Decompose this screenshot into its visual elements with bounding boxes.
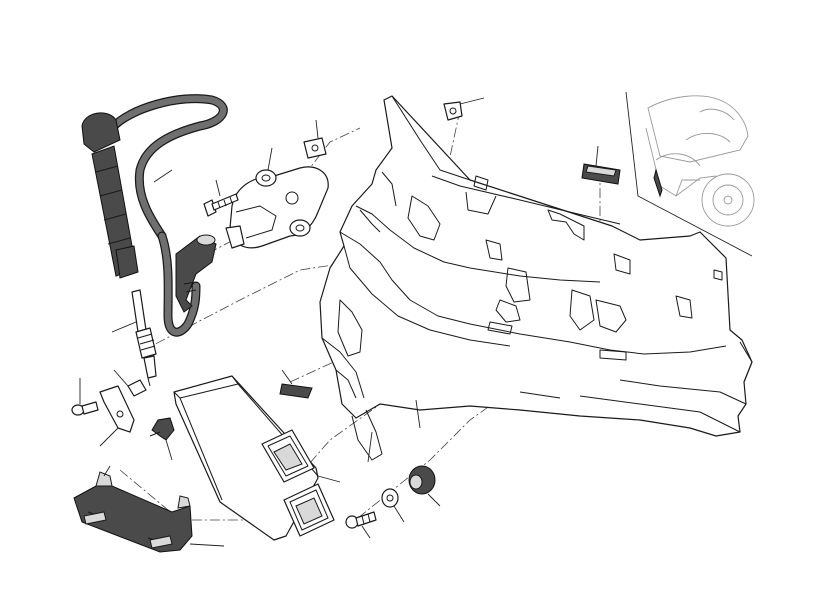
panel-leaders xyxy=(367,399,421,463)
bracket-clip xyxy=(99,369,147,447)
washer xyxy=(381,488,405,523)
ignition-coil-boot xyxy=(81,94,228,337)
screw-left xyxy=(71,378,99,416)
coil-retaining-screw xyxy=(203,179,239,217)
rubber-pad-top xyxy=(581,145,621,185)
screw xyxy=(345,511,377,539)
rubber-grommet xyxy=(408,465,441,507)
spark-plug xyxy=(111,289,157,387)
engine-control-unit xyxy=(173,375,341,541)
fairing-inner-panel xyxy=(319,95,753,461)
rubber-pad xyxy=(279,369,313,399)
motorcycle-inset xyxy=(625,91,755,257)
ignition-coil xyxy=(225,147,329,249)
speed-nut-clip xyxy=(443,97,485,121)
ecu-mounting-bracket xyxy=(73,465,225,553)
wire-clip xyxy=(149,417,175,461)
plug-connector xyxy=(175,234,217,313)
coil-clip-top xyxy=(303,119,327,159)
